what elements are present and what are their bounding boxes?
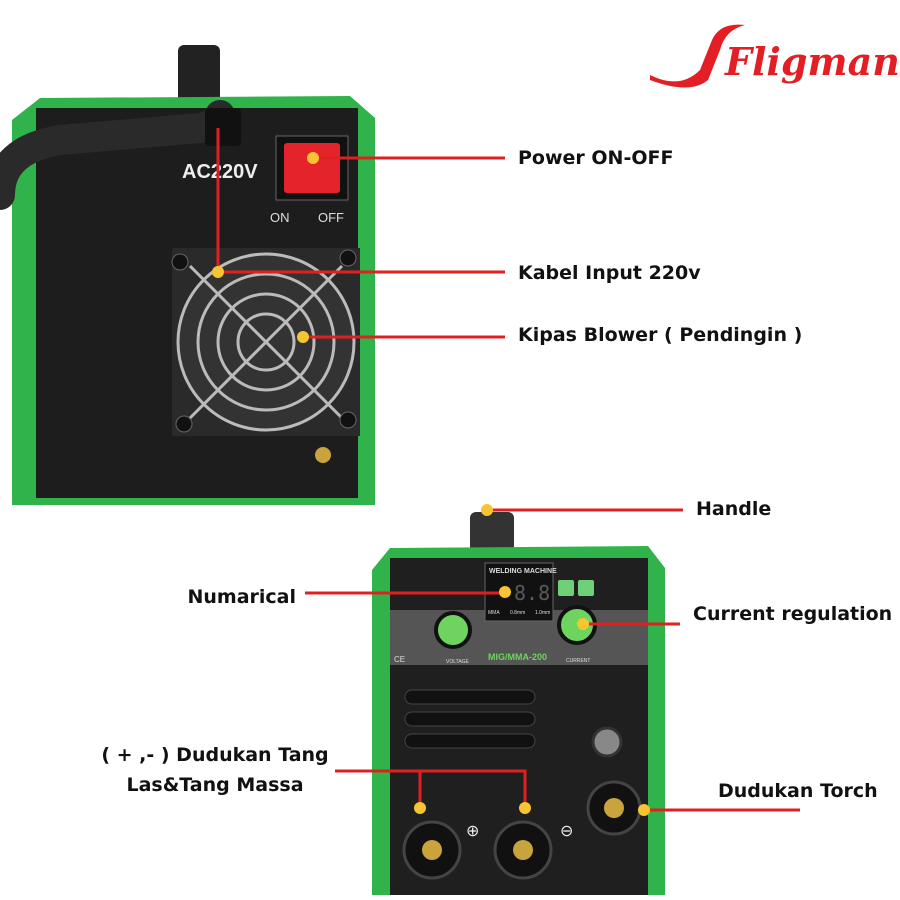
fan-grille [171,248,360,436]
leader-lines [216,128,800,812]
current-label: CURRENT [566,658,590,664]
numeric-display: 8.8 [514,581,550,605]
voltage-knob[interactable] [434,611,472,649]
voltage-label: VOLTAGE [446,659,470,665]
callout-cable: Kabel Input 220v [518,262,701,284]
front-unit: WELDING MACHINE 8.8 MMA 0.8mm 1.0mm MIG/… [372,512,665,895]
callout-current: Current regulation [693,603,892,625]
switch-off-label: OFF [318,210,344,225]
mode-08: 0.8mm [510,610,525,616]
ce-mark: CE [394,655,405,664]
callout-handle: Handle [696,498,771,520]
ground-terminal [315,447,331,463]
plus-icon: ⊕ [466,823,479,840]
mode-10: 1.0mm [535,610,550,616]
mode-mma: MMA [488,610,500,616]
gas-connector [591,726,623,758]
power-switch[interactable] [284,143,340,193]
callout-power: Power ON-OFF [518,147,673,169]
callout-fan: Kipas Blower ( Pendingin ) [518,324,802,346]
mode-button-2[interactable] [578,580,594,596]
switch-on-label: ON [270,210,290,225]
brand-logo: Fligman [650,24,900,88]
vent-slots [404,689,536,749]
callout-sockets-line2: Las&Tang Massa [126,774,303,796]
model-label: MIG/MMA-200 [488,652,547,662]
logo-text: Fligman [724,39,900,84]
callout-sockets-line1: ( + ,- ) Dudukan Tang [101,744,328,766]
display-title: WELDING MACHINE [489,568,557,575]
voltage-label: AC220V [182,161,258,183]
cable-gland [205,108,241,146]
mode-button-1[interactable] [558,580,574,596]
minus-icon: ⊖ [560,823,573,840]
callout-torch: Dudukan Torch [718,780,878,802]
rear-unit: AC220V ON OFF [0,45,375,505]
callout-dots [212,152,650,816]
callout-display: Numarical [187,586,296,608]
